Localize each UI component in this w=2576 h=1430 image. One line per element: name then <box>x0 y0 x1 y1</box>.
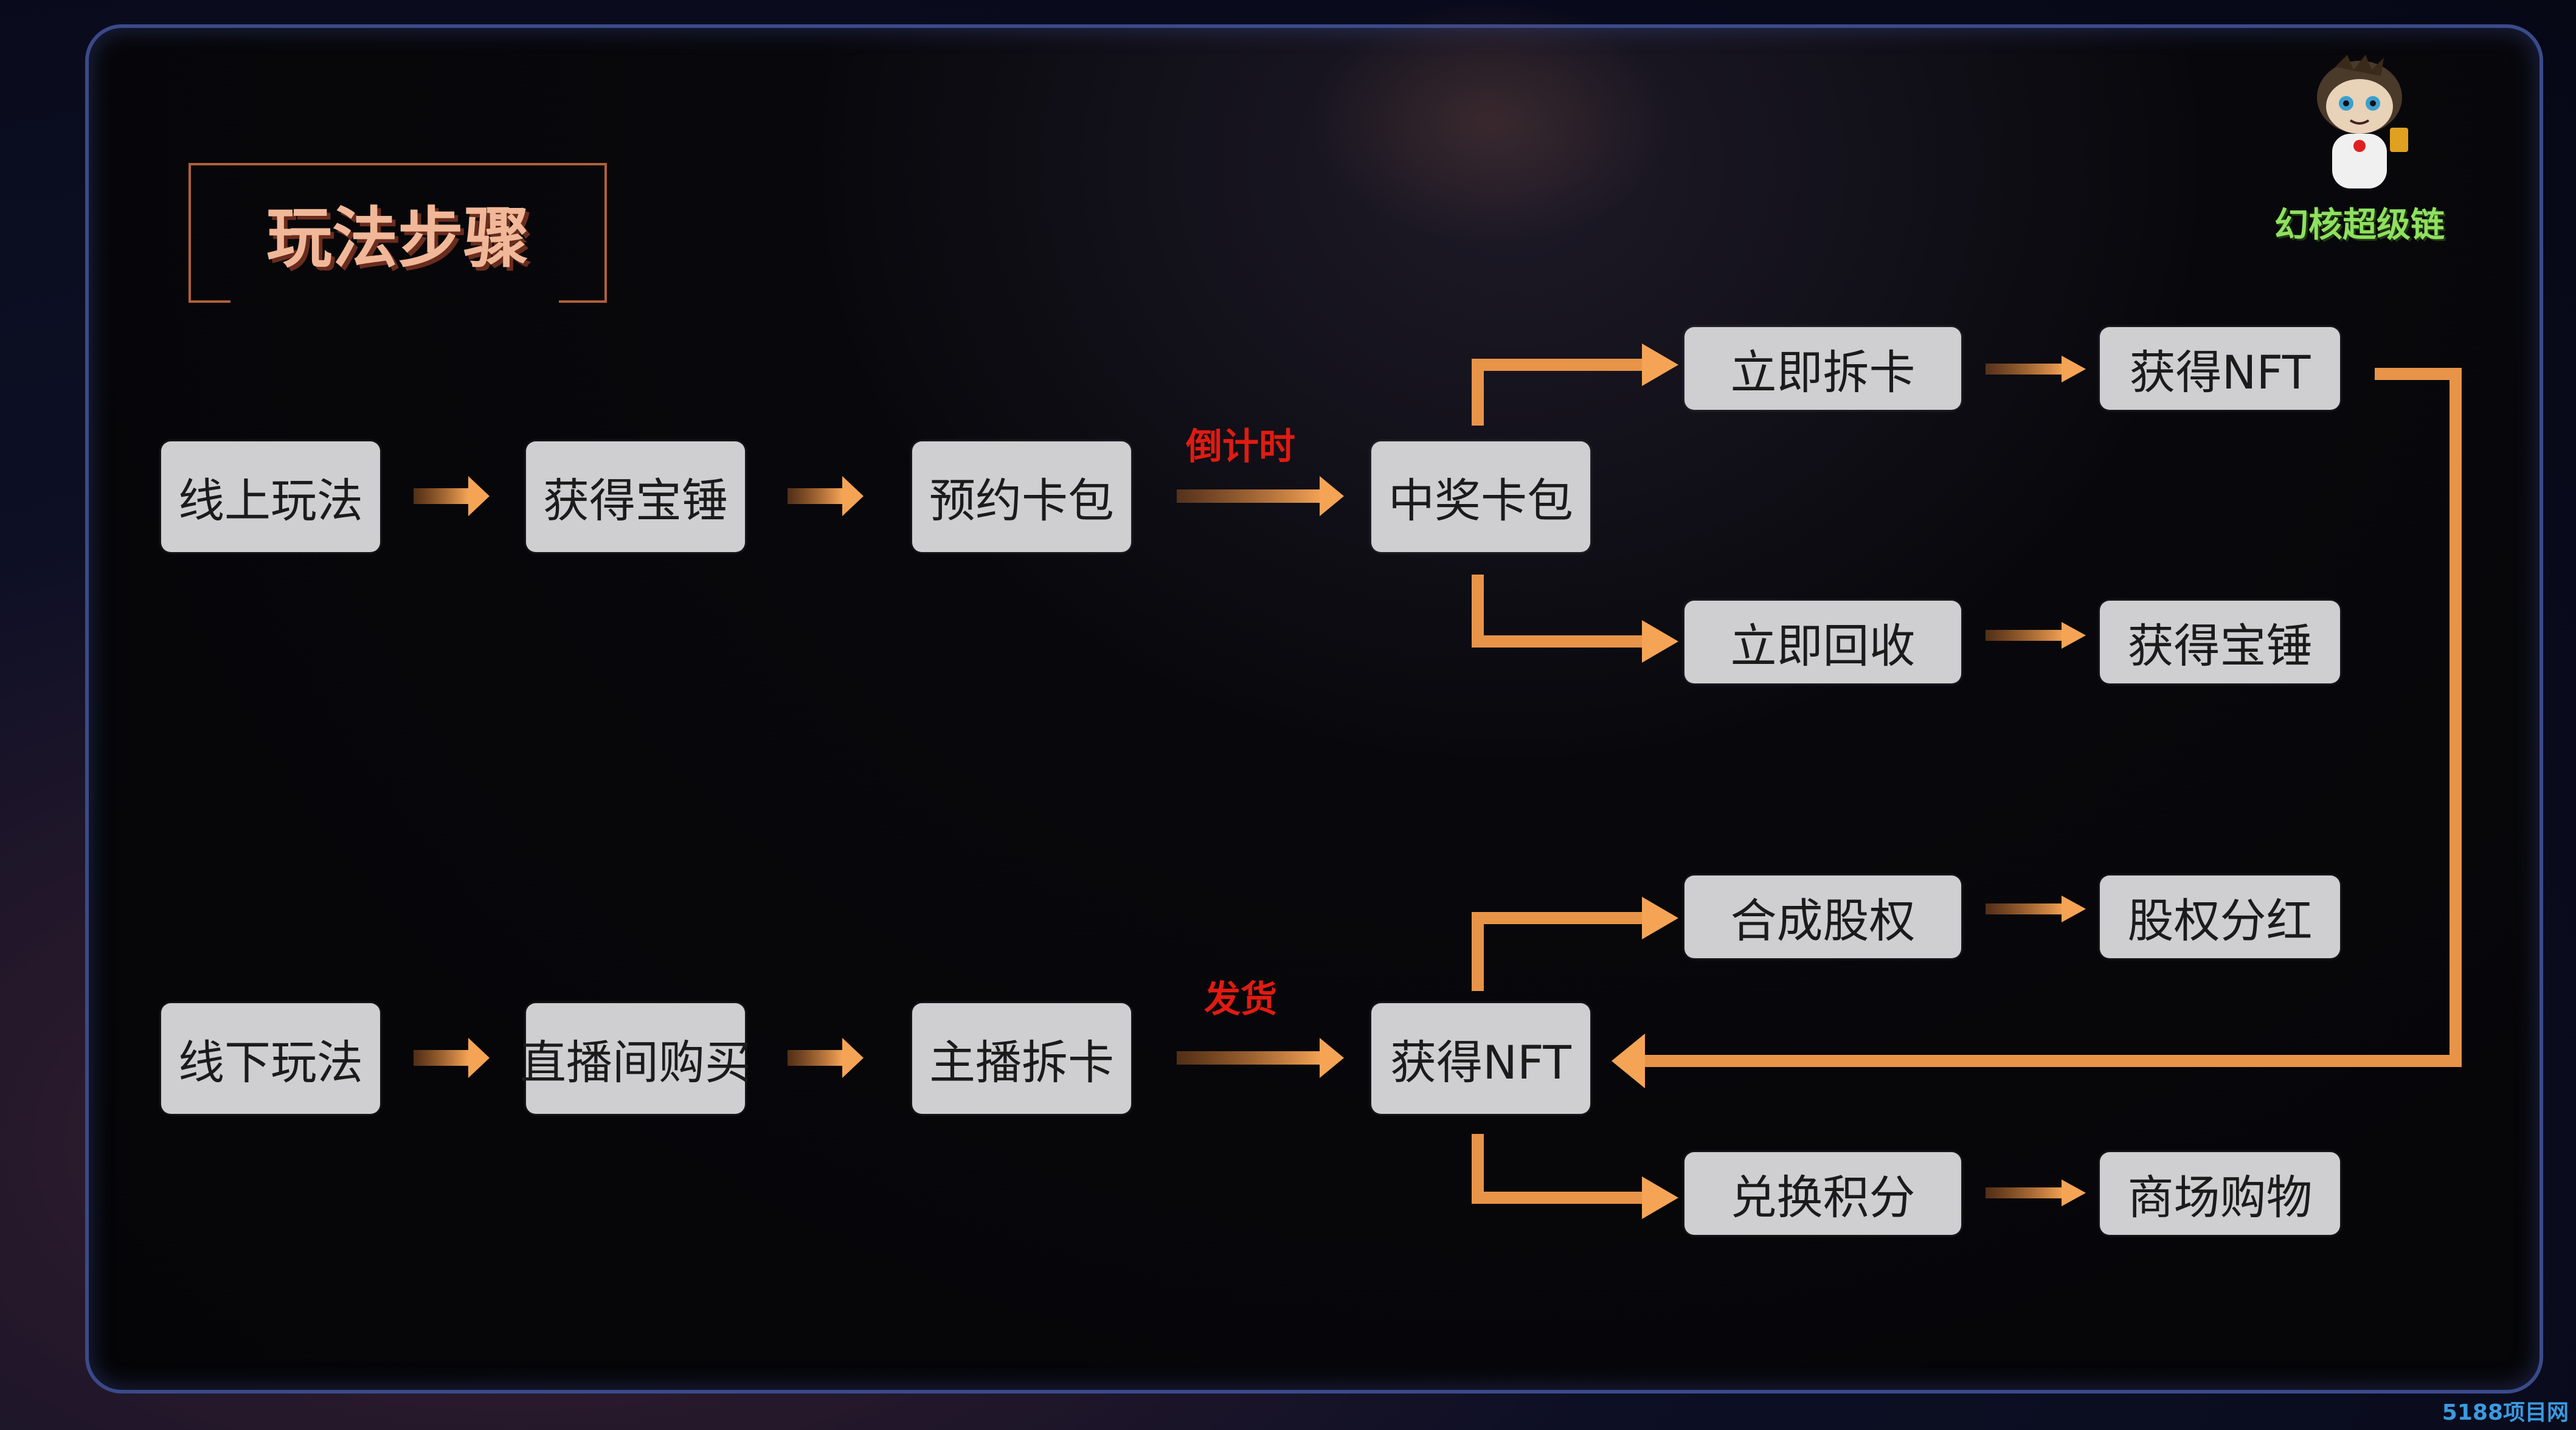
node-redeem-points: 兑换积分 <box>1684 1152 1961 1235</box>
logo: 幻核超级链 <box>2274 55 2445 255</box>
arrow-offline-2 <box>788 1038 864 1078</box>
node-get-hammer-2: 获得宝锤 <box>2100 601 2340 683</box>
node-equity-dividend: 股权分红 <box>2100 876 2340 958</box>
title-box: 玩法步骤 <box>189 163 607 304</box>
arrow-offline-top-2 <box>1986 896 2086 922</box>
loop-connector <box>1612 368 2462 1088</box>
arrow-online-1 <box>414 476 490 516</box>
node-reserve-pack: 预约卡包 <box>912 441 1131 552</box>
arrow-offline-bottom-2 <box>1986 1180 2086 1206</box>
watermark: 5188项目网 <box>2442 1400 2569 1425</box>
arrow-online-3 <box>1177 476 1344 516</box>
background-glow <box>1307 0 1672 243</box>
label-shipping: 发货 <box>1204 978 1277 1021</box>
page-title: 玩法步骤 <box>266 201 529 277</box>
branch-offline-top <box>1472 897 1678 991</box>
node-host-opens-card: 主播拆卡 <box>912 1003 1131 1114</box>
arrow-offline-1 <box>414 1038 490 1078</box>
arrow-online-2 <box>788 476 864 516</box>
monkey-mascot-icon <box>2317 55 2408 188</box>
node-synthesize-equity: 合成股权 <box>1684 876 1961 958</box>
node-get-nft-online: 获得NFT <box>2100 327 2340 410</box>
node-live-purchase: 直播间购买 <box>520 1003 751 1114</box>
arrow-online-bottom-2 <box>1986 622 2086 649</box>
node-offline-play: 线下玩法 <box>161 1003 380 1114</box>
logo-text: 幻核超级链 <box>2274 206 2445 245</box>
label-countdown: 倒计时 <box>1186 426 1295 468</box>
arrow-offline-3 <box>1177 1038 1344 1078</box>
node-recycle: 立即回收 <box>1684 601 1961 683</box>
node-online-get-hammer: 获得宝锤 <box>526 441 745 552</box>
node-mall-shopping: 商场购物 <box>2100 1152 2340 1235</box>
node-get-nft-offline: 获得NFT <box>1371 1003 1590 1114</box>
node-open-card: 立即拆卡 <box>1684 327 1961 410</box>
branch-offline-bottom <box>1472 1134 1678 1219</box>
node-online-play: 线上玩法 <box>161 441 380 552</box>
arrow-online-top-2 <box>1986 356 2086 382</box>
branch-online-top <box>1472 344 1678 426</box>
node-winning-pack: 中奖卡包 <box>1371 441 1590 552</box>
branch-online-bottom <box>1472 575 1678 663</box>
